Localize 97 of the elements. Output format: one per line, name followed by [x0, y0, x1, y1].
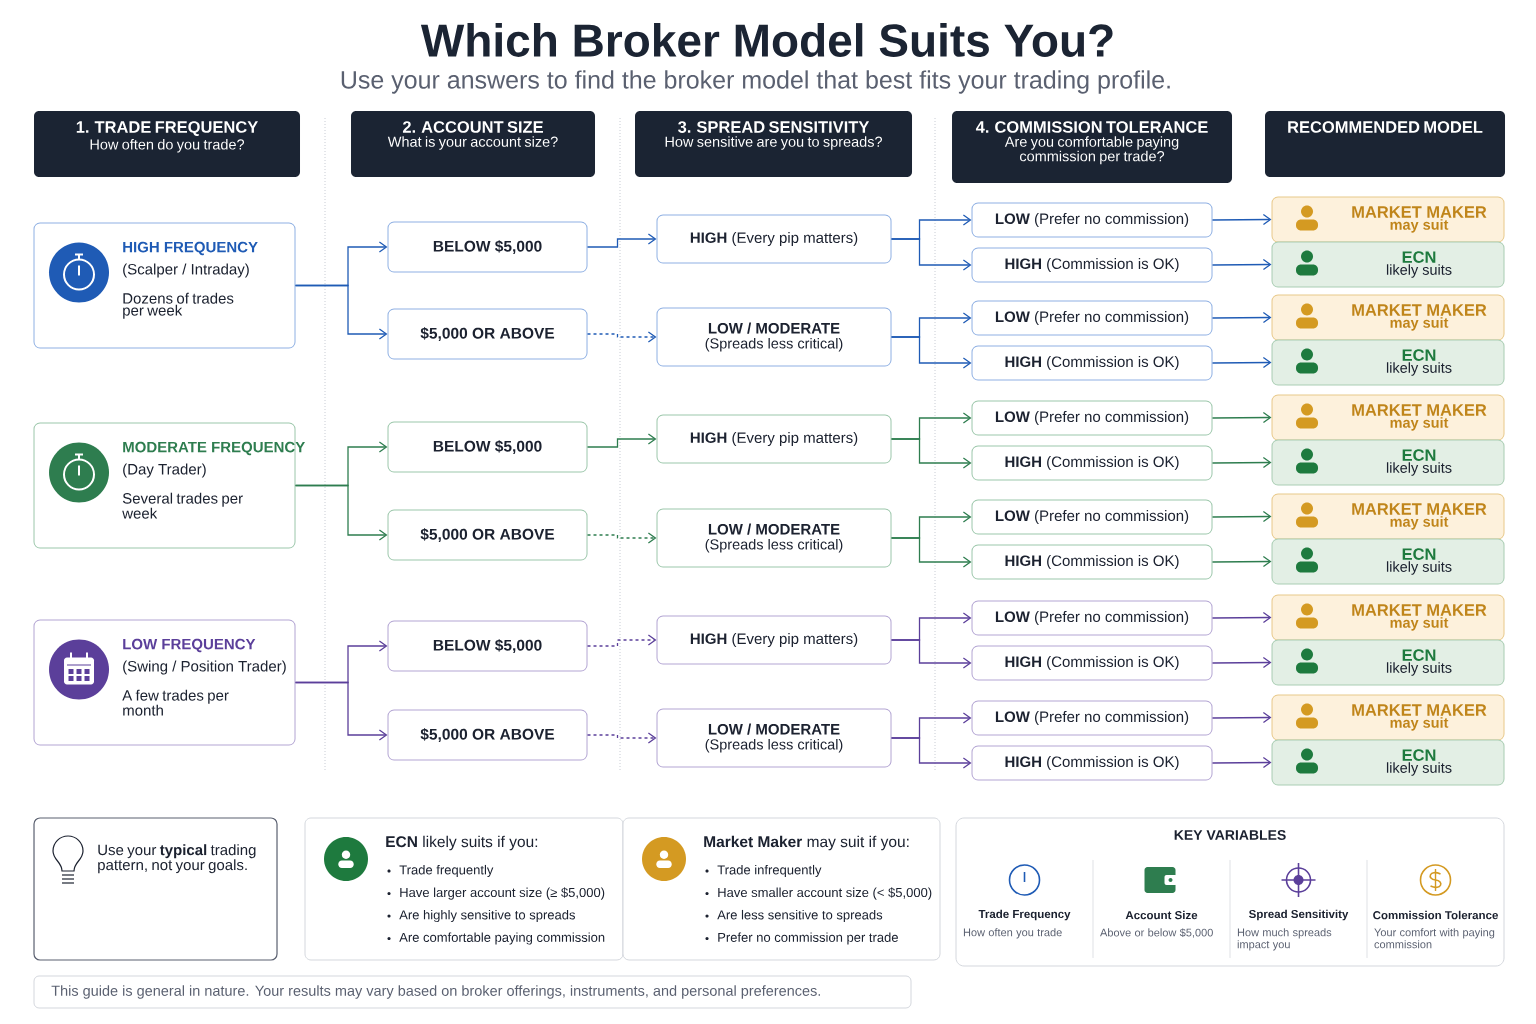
bullet-item: Have smaller account size (< $5,000) — [705, 887, 932, 900]
spread-box: LOW / MODERATE (Spreads less critical) — [656, 307, 892, 367]
commission-box: LOW (Prefer no commission) — [971, 400, 1213, 436]
commission-box: LOW (Prefer no commission) — [971, 300, 1213, 336]
recommendation-box: MARKET MAKER may suit — [1271, 196, 1505, 243]
bullet-item: Prefer no commission per trade — [705, 932, 898, 945]
variable-name: Account Size — [1125, 910, 1198, 920]
bullet-item: Are less sensitive to spreads — [705, 909, 883, 923]
arrow — [1211, 258, 1272, 271]
recommendation-box: MARKET MAKER may suit — [1271, 694, 1505, 741]
recommendation-box: ECN likely suits — [1271, 339, 1505, 386]
arrow — [586, 532, 657, 544]
arrow — [1211, 411, 1272, 424]
subtitle: Use your answers to find the broker model that best fits your trading profile. — [341, 70, 1170, 94]
recommendation-box: ECN likely suits — [1271, 439, 1505, 486]
column-header: 3. SPREAD SENSITIVITY How sensitive are you to spreads? — [635, 111, 912, 177]
variable-description: Your comfort with paying commission — [1374, 928, 1495, 949]
bullet-item: Have larger account size (≥ $5,000) — [387, 887, 605, 900]
arrow — [890, 336, 972, 369]
variable-name: Trade Frequency — [978, 909, 1071, 921]
arrow — [890, 238, 972, 271]
arrow — [1211, 510, 1272, 523]
account-size-box: BELOW $5,000 — [387, 221, 588, 273]
arrow — [294, 284, 388, 340]
spread-box: LOW / MODERATE (Spreads less critical) — [656, 708, 892, 768]
spread-box: HIGH (Every pip matters) — [656, 414, 892, 464]
recommendation-box: ECN likely suits — [1271, 739, 1505, 786]
recommendation-box: MARKET MAKER may suit — [1271, 394, 1505, 441]
tip-card: Use your typical trading pattern, not your goals. — [33, 817, 278, 961]
arrow — [1211, 311, 1272, 324]
arrow — [1211, 756, 1272, 769]
column-header: 4. COMMISSION TOLERANCE Are you comfortable paying commission per trade? — [952, 111, 1232, 183]
commission-box: HIGH (Commission is OK) — [971, 645, 1213, 681]
variable-description: How much spreads impact you — [1237, 928, 1332, 951]
bullet-item: Are highly sensitive to spreads — [387, 909, 576, 923]
recommendation-box: MARKET MAKER may suit — [1271, 493, 1505, 540]
arrow — [1211, 656, 1272, 669]
account-size-box: $5,000 OR ABOVE — [387, 509, 588, 561]
arrow — [890, 639, 972, 669]
variable-description: Above or below $5,000 — [1100, 928, 1213, 938]
commission-box: LOW (Prefer no commission) — [971, 202, 1213, 238]
account-size-box: $5,000 OR ABOVE — [387, 308, 588, 360]
commission-box: LOW (Prefer no commission) — [971, 600, 1213, 636]
arrow — [1211, 356, 1272, 369]
arrow — [1211, 555, 1272, 568]
commission-box: HIGH (Commission is OK) — [971, 445, 1213, 481]
commission-box: HIGH (Commission is OK) — [971, 544, 1213, 580]
arrow — [1211, 711, 1272, 724]
bullet-item: Are comfortable paying commission — [387, 932, 605, 945]
column-header: 2. ACCOUNT SIZE What is your account size? — [351, 111, 595, 177]
bullet-item: Trade infrequently — [705, 864, 822, 878]
arrow — [890, 438, 972, 469]
column-header: 1. TRADE FREQUENCY How often do you trade? — [34, 111, 300, 177]
spread-box: HIGH (Every pip matters) — [656, 615, 892, 665]
recommendation-box: MARKET MAKER may suit — [1271, 594, 1505, 641]
commission-box: LOW (Prefer no commission) — [971, 700, 1213, 736]
recommendation-box: ECN likely suits — [1271, 639, 1505, 686]
account-size-box: BELOW $5,000 — [387, 421, 588, 473]
arrow — [586, 233, 657, 248]
arrow — [294, 484, 388, 541]
column-header: RECOMMENDED MODEL — [1265, 111, 1505, 177]
spread-box: HIGH (Every pip matters) — [656, 214, 892, 264]
card-subtitle: (Scalper / Intraday) — [123, 263, 249, 278]
commission-box: HIGH (Commission is OK) — [971, 247, 1213, 283]
card-description: A few trades per month — [122, 689, 229, 716]
card-subtitle: (Swing / Position Trader) — [123, 660, 286, 675]
recommendation-box: MARKET MAKER may suit — [1271, 294, 1505, 341]
variable-name: Commission Tolerance — [1373, 910, 1498, 920]
card-heading: LOW FREQUENCY — [123, 638, 256, 653]
commission-box: LOW (Prefer no commission) — [971, 499, 1213, 535]
title: Which Broker Model Suits You? — [420, 23, 1113, 57]
arrow — [890, 737, 972, 769]
arrow — [1211, 611, 1272, 624]
arrow — [586, 433, 657, 448]
arrow — [586, 634, 657, 647]
card-subtitle: (Day Trader) — [123, 463, 206, 478]
recommendation-box: ECN likely suits — [1271, 241, 1505, 288]
variable-name: Spread Sensitivity — [1249, 909, 1349, 921]
arrow — [586, 331, 657, 343]
arrow — [294, 681, 388, 741]
spread-box: LOW / MODERATE (Spreads less critical) — [656, 508, 892, 568]
bullet-item: Trade frequently — [387, 864, 494, 878]
card-heading: MODERATE FREQUENCY — [123, 441, 305, 456]
commission-box: HIGH (Commission is OK) — [971, 345, 1213, 381]
card-heading: HIGH FREQUENCY — [123, 241, 258, 256]
card-description: Dozens of trades per week — [123, 292, 234, 319]
recommendation-box: ECN likely suits — [1271, 538, 1505, 585]
arrow — [890, 537, 972, 568]
commission-box: HIGH (Commission is OK) — [971, 745, 1213, 781]
account-size-box: BELOW $5,000 — [387, 620, 588, 672]
arrow — [586, 732, 657, 744]
variable-description: How often you trade — [963, 928, 1062, 939]
disclaimer-bar: This guide is general in nature. Your results may vary based on broker offerings, instruments, and personal preferences. — [33, 975, 912, 1009]
arrow — [1211, 213, 1272, 226]
card-description: Several trades per week — [122, 492, 243, 519]
account-size-box: $5,000 OR ABOVE — [387, 709, 588, 761]
arrow — [1211, 456, 1272, 469]
